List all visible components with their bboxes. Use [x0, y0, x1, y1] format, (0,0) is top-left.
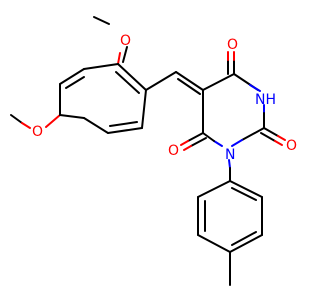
tolyl-bond-4	[197, 234, 231, 253]
ring1-bond-4	[117, 63, 147, 91]
ring1-bond-6	[107, 127, 143, 134]
bonds	[10, 16, 286, 286]
carbonyl-right-2	[260, 132, 276, 142]
ring2-c2-n3-blue	[231, 139, 243, 147]
ring1-bond-8	[59, 114, 85, 119]
atom-labels: O O O NH O N O	[32, 33, 297, 163]
carbonyl-left-1	[187, 132, 204, 142]
bond-ring-vinyl	[145, 71, 177, 91]
ring2-c5-c6	[202, 73, 235, 91]
atom-o-methoxy-left: O	[32, 124, 43, 140]
carbonyl-right-1-red	[277, 135, 286, 141]
ring1-bond-4-inner	[115, 71, 140, 94]
tolyl-bond-3	[229, 234, 263, 253]
ring1-bond-3	[83, 63, 119, 70]
ring1-bond-7	[83, 117, 109, 134]
bond-n-aryl-blue	[228, 159, 231, 169]
carbonyl-right-1	[263, 127, 279, 137]
tolyl-bond-3-inner	[231, 231, 257, 246]
atom-o-methoxy-top: O	[120, 33, 131, 49]
ring2-c6-n1-blue	[249, 84, 261, 92]
ring1-bond-2-inner	[65, 76, 85, 89]
carbonyl-left-2-red	[183, 145, 192, 151]
ring1-bond-5	[141, 89, 147, 129]
bond-methoxy-top-o-c	[122, 46, 128, 63]
bond-methoxy-left-o-methyl	[21, 122, 31, 129]
bond-methyl-top	[93, 16, 110, 25]
atom-o-carbonyl-right: O	[286, 138, 297, 154]
carbonyl-right-2-red	[274, 140, 283, 146]
atom-o-carbonyl-top: O	[227, 37, 238, 53]
ring2-c2-n3	[241, 127, 265, 141]
bond-methoxy-left-o-ring	[45, 114, 61, 128]
tolyl-bond-6	[197, 180, 231, 198]
bond-methoxy-top-o-c-red	[117, 52, 121, 65]
ring1-bond-6-inner	[109, 121, 138, 127]
tolyl-bond-1-inner	[231, 187, 257, 201]
bond-vinyl-c5-inner	[177, 78, 201, 95]
atom-o-carbonyl-left: O	[168, 143, 179, 159]
carbonyl-left-1-red	[180, 140, 189, 146]
ring2-n3-c4	[202, 132, 215, 142]
chemical-structure-diagram: O O O NH O N O	[10, 16, 297, 286]
ring1-bond-2	[59, 68, 85, 85]
atom-nh-imide: NH	[255, 92, 276, 108]
carbonyl-left-2	[190, 137, 207, 147]
atom-n-aryl: N	[225, 147, 235, 163]
bond-vinyl-c5	[175, 71, 204, 91]
bond-methyl-left	[10, 114, 23, 124]
ring2-n3-c4-blue	[213, 140, 223, 147]
tolyl-bond-1	[229, 180, 263, 198]
